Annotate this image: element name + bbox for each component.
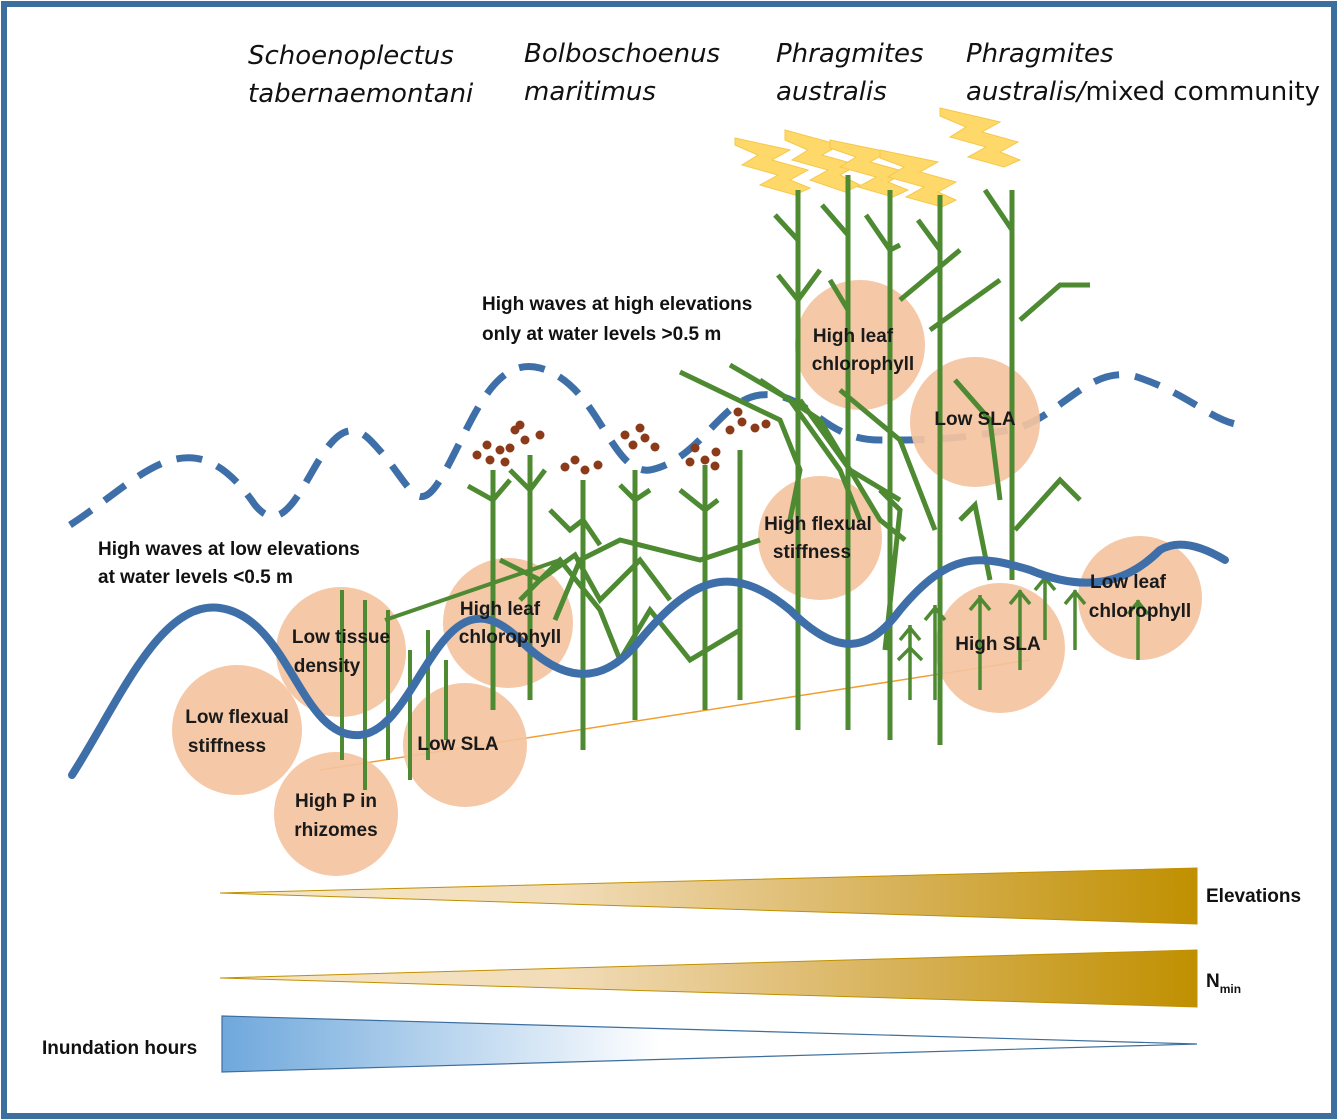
phrag-leaf-9 [898,248,962,302]
trait-7-line1: High leaf [813,326,894,347]
nmin-label: Nmin [1206,971,1241,996]
species-2-line1: Bolboschoenus [524,39,720,69]
bolbo-leaf-3 [548,508,603,547]
panicle-2 [784,129,862,193]
note-low-line1: High waves at low elevations [98,539,360,560]
species-4-line1: Phragmites [966,39,1114,69]
bubble-low-flexual-stiffness [172,665,302,795]
species-phragmites: Phragmites australis [776,39,924,107]
note-high-line2: only at water levels >0.5 m [482,324,721,345]
phrag-leaf-5 [863,213,902,254]
bolbo-seed-clusters [472,407,771,475]
elevations-label: Elevations [1206,886,1301,907]
panicle-5 [939,107,1022,168]
trait-5-line1: High leaf [460,599,541,620]
trait-2-line2: stiffness [188,736,266,757]
phrag-leaf-1 [773,213,800,242]
nmin-label-sub: min [1220,982,1241,996]
bolbo-leaf-1 [466,478,512,504]
bolbo-zigzag-3 [552,537,761,621]
trait-5-line2: chlorophyll [459,627,561,648]
bolbo-leaf-2 [508,468,547,494]
low-water-solid-wave [68,540,1229,779]
bubble-high-sla [935,583,1065,713]
note-high-waves-low: High waves at low elevations at water le… [98,539,360,588]
phragmites-plants [678,175,1090,745]
phragmites-panicles [734,107,1022,208]
trait-10-line1: Low leaf [1090,572,1167,593]
elevations-gradient-wedge [219,867,1198,925]
species-4-line2: australis/mixed community [966,77,1320,107]
trait-2-line1: Low flexual [185,707,288,728]
species-schoenoplectus: Schoenoplectus tabernaemontani [248,41,474,109]
seedlings [896,575,1150,700]
trait-3-line1: High P in [295,791,377,812]
nmin-gradient-wedge [219,949,1198,1008]
bolbo-leaf-5 [678,488,720,514]
phrag-leaf-8 [1018,282,1090,322]
panicle-3 [829,139,910,198]
inundation-gradient-wedge [221,1015,1198,1073]
trait-6-line1: High flexual [764,514,872,535]
species-3-line2: australis [776,77,887,107]
phrag-bent-5 [838,388,938,531]
phrag-bent-6 [878,488,903,651]
bolboschoenus-plants [466,450,761,750]
species-bolboschoenus: Bolboschoenus maritimus [524,39,720,107]
seedling-4-tip [1008,589,1032,606]
seedling-6-tip [1063,589,1087,606]
note-high-line1: High waves at high elevations [482,294,752,315]
phrag-leaf-3 [820,203,850,237]
phrag-bent-8 [1013,476,1082,532]
phrag-leaf-2 [776,268,823,305]
trait-10-line2: chlorophyll [1089,601,1191,622]
bolbo-leaf-4 [618,483,652,504]
phrag-bent-9 [953,378,1003,501]
note-high-waves-high: High waves at high elevations only at wa… [482,294,752,345]
bubble-high-flexual-stiffness [758,476,882,600]
seedling-7-tip [1126,599,1150,616]
trait-1-line2: density [294,656,361,677]
trait-9-line1: High SLA [955,634,1041,655]
seedling-1-mid [896,645,924,662]
note-low-line2: at water levels <0.5 m [98,567,293,588]
trait-labels: Low tissue density Low flexual stiffness… [185,326,1191,841]
bubble-low-leaf-chlorophyll [1078,536,1202,660]
seedling-1-tip [898,625,922,642]
species-4-line2-italic: australis/ [966,77,1089,107]
trait-8-line1: Low SLA [934,409,1016,430]
species-1-line1: Schoenoplectus [248,41,454,71]
species-phragmites-mixed: Phragmites australis/mixed community [966,39,1320,107]
seedling-2-tip [923,605,947,622]
trait-3-line2: rhizomes [294,820,377,841]
nmin-label-base: N [1206,971,1220,992]
phrag-bent-1 [678,369,803,521]
phrag-leaf-4 [827,278,851,312]
trait-1-line1: Low tissue [292,627,390,648]
trait-7-line2: chlorophyll [812,354,914,375]
trait-6-line2: stiffness [773,542,851,563]
species-4-line2-rest: mixed community [1086,77,1321,107]
trait-4-line1: Low SLA [417,734,499,755]
bolbo-zigzag-1 [498,551,672,605]
species-3-line1: Phragmites [776,39,924,69]
phrag-leaf-6 [915,218,943,252]
phrag-bent-7 [958,499,993,581]
bubble-low-sla-1 [403,683,527,807]
phrag-leaf-7 [982,188,1015,232]
phrag-leaf-10 [928,277,1002,333]
panicle-1 [734,137,812,196]
seedling-3-tip [968,595,992,612]
bubble-high-p-rhizomes [274,752,398,876]
species-1-line2: tabernaemontani [248,79,474,109]
inundation-label: Inundation hours [42,1038,197,1059]
species-2-line2: maritimus [524,77,656,107]
